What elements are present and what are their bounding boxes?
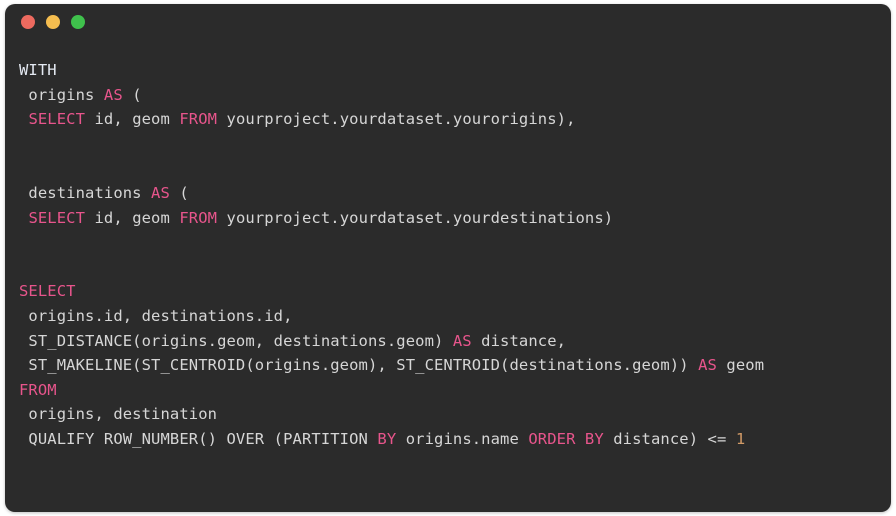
- code-token-kw: ORDER BY: [528, 429, 604, 448]
- code-token-id: yourproject.yourdataset.yourorigins),: [217, 110, 576, 129]
- code-token-kw: AS: [452, 331, 472, 350]
- code-token-kw: FROM: [179, 110, 218, 129]
- window-titlebar: [5, 4, 891, 40]
- code-line: FROM: [19, 378, 891, 403]
- code-line: ST_DISTANCE(origins.geom, destinations.g…: [19, 329, 891, 354]
- code-token-kw: BY: [377, 429, 397, 448]
- code-token-id: ST_MAKELINE(ST_CENTROID(origins.geom), S…: [19, 356, 699, 375]
- code-token-id: origins.name: [396, 429, 529, 448]
- code-token-with: WITH: [19, 61, 57, 79]
- code-line: [19, 255, 891, 280]
- code-line: SELECT id, geom FROM yourproject.yourdat…: [19, 107, 891, 132]
- code-line: [19, 156, 891, 181]
- code-token-id: destinations: [19, 183, 152, 202]
- sql-code-block[interactable]: WITH origins AS ( SELECT id, geom FROM y…: [5, 40, 891, 452]
- code-token-id: yourproject.yourdataset.yourdestinations…: [217, 208, 614, 227]
- close-window-button[interactable]: [21, 15, 35, 29]
- code-token-kw: SELECT: [28, 110, 86, 129]
- code-token-id: id, geom: [85, 208, 180, 227]
- code-line: origins AS (: [19, 83, 891, 108]
- code-token-num: 1: [735, 429, 746, 448]
- code-line: SELECT: [19, 279, 891, 304]
- code-line: SELECT id, geom FROM yourproject.yourdat…: [19, 206, 891, 231]
- code-token-kw: AS: [151, 183, 170, 202]
- code-token-id: id, geom: [85, 110, 180, 129]
- maximize-window-button[interactable]: [71, 15, 85, 29]
- code-line: ST_MAKELINE(ST_CENTROID(origins.geom), S…: [19, 353, 891, 378]
- code-line: origins.id, destinations.id,: [19, 304, 891, 329]
- code-token-id: ST_DISTANCE(origins.geom, destinations.g…: [19, 331, 453, 350]
- code-window: WITH origins AS ( SELECT id, geom FROM y…: [5, 4, 891, 512]
- code-token-kw: SELECT: [28, 208, 86, 227]
- minimize-window-button[interactable]: [46, 15, 60, 29]
- code-token-kw: AS: [103, 85, 123, 104]
- code-token-id: QUALIFY ROW_NUMBER() OVER (PARTITION: [19, 429, 378, 448]
- code-token-kw: FROM: [179, 208, 218, 227]
- code-token-id: origins.id, destinations.id,: [19, 306, 293, 325]
- code-token-kw: AS: [698, 356, 717, 375]
- code-token-id: origins: [19, 85, 104, 104]
- code-token-id: geom: [716, 356, 765, 375]
- code-token-id: distance) <=: [603, 429, 736, 448]
- code-token-id: origins, destination: [19, 405, 218, 424]
- code-token-kw: SELECT: [19, 282, 76, 301]
- code-token-kw: FROM: [19, 380, 57, 399]
- code-line: [19, 230, 891, 255]
- code-token-id: (: [169, 183, 189, 202]
- code-line: QUALIFY ROW_NUMBER() OVER (PARTITION BY …: [19, 427, 891, 452]
- code-token-id: distance,: [471, 331, 567, 350]
- code-line: WITH: [19, 58, 891, 83]
- code-line: destinations AS (: [19, 181, 891, 206]
- code-line: origins, destination: [19, 402, 891, 427]
- code-line: [19, 132, 891, 157]
- code-token-id: (: [122, 85, 142, 104]
